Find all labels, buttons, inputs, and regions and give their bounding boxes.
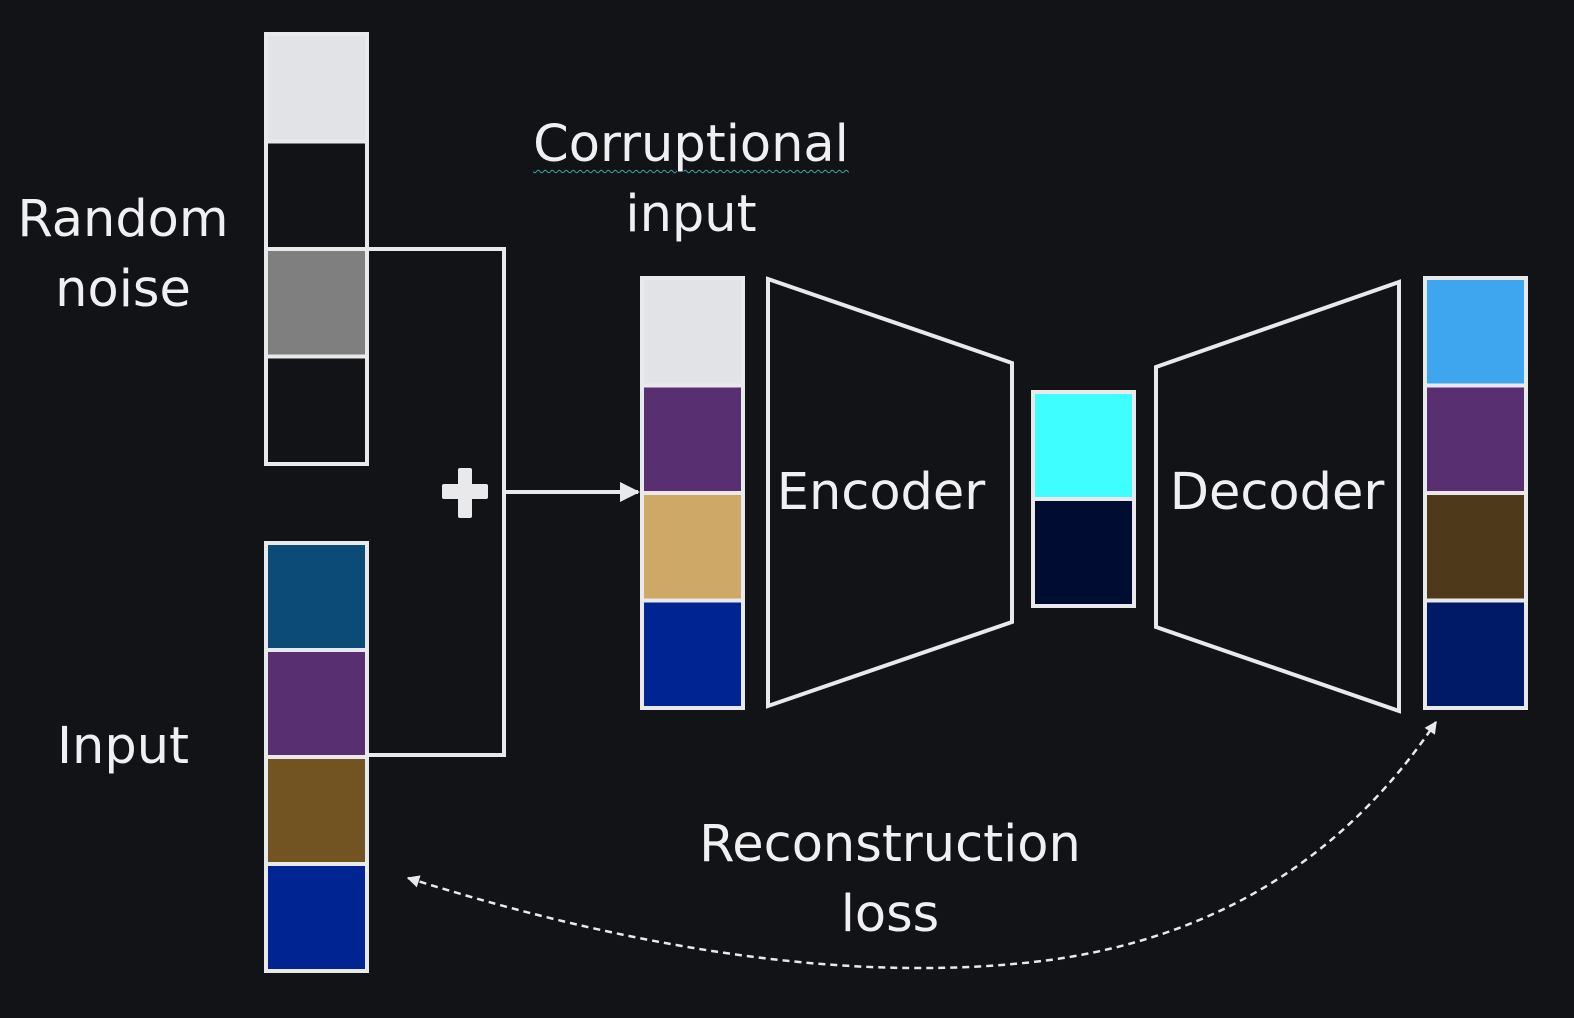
- decoder-label: Decoder: [1166, 458, 1388, 528]
- random-noise-label: Random noise: [10, 185, 236, 325]
- input-cell-3: [264, 755, 369, 866]
- corrupted-cell-4: [640, 598, 745, 710]
- input-vector: [264, 541, 369, 973]
- noise-cell-4: [264, 354, 369, 466]
- input-text: Input: [56, 717, 190, 776]
- reconstruction-line2: loss: [840, 885, 940, 944]
- reconstruction-loss-arrow: [406, 720, 1438, 970]
- corrupted-cell-1: [640, 276, 745, 388]
- output-vector: [1423, 276, 1528, 710]
- corruptional-input-label: Corruptional input: [530, 110, 852, 250]
- decoder-block: [1154, 279, 1401, 714]
- input-cell-4: [264, 862, 369, 973]
- output-cell-4: [1423, 598, 1528, 710]
- noise-connector: [368, 247, 506, 757]
- noise-cell-3: [264, 247, 369, 359]
- random-noise-line1: Random: [17, 190, 229, 249]
- input-cell-2: [264, 648, 369, 759]
- reconstruction-loss-label: Reconstruction loss: [690, 810, 1090, 950]
- noise-vector: [264, 32, 369, 466]
- corruptional-line1: Corruptional: [530, 110, 852, 180]
- input-label: Input: [10, 712, 236, 782]
- corrupted-input-vector: [640, 276, 745, 710]
- corrupted-cell-3: [640, 491, 745, 603]
- latent-cell-1: [1031, 390, 1136, 501]
- decoder-text: Decoder: [1169, 463, 1385, 522]
- encoder-text: Encoder: [776, 463, 986, 522]
- latent-cell-2: [1031, 497, 1136, 608]
- corruptional-line2: input: [625, 185, 757, 244]
- input-cell-1: [264, 541, 369, 652]
- output-cell-2: [1423, 383, 1528, 495]
- encoder-label: Encoder: [776, 458, 986, 528]
- noise-cell-2: [264, 139, 369, 251]
- corruptional-word: Corruptional: [533, 115, 849, 174]
- encoder-block: [766, 276, 1014, 709]
- plus-icon: [442, 468, 488, 518]
- latent-vector: [1031, 390, 1136, 608]
- reconstruction-line1: Reconstruction: [699, 815, 1081, 874]
- noise-cell-1: [264, 32, 369, 144]
- output-cell-1: [1423, 276, 1528, 388]
- corrupted-cell-2: [640, 383, 745, 495]
- random-noise-line2: noise: [55, 260, 191, 319]
- output-cell-3: [1423, 491, 1528, 603]
